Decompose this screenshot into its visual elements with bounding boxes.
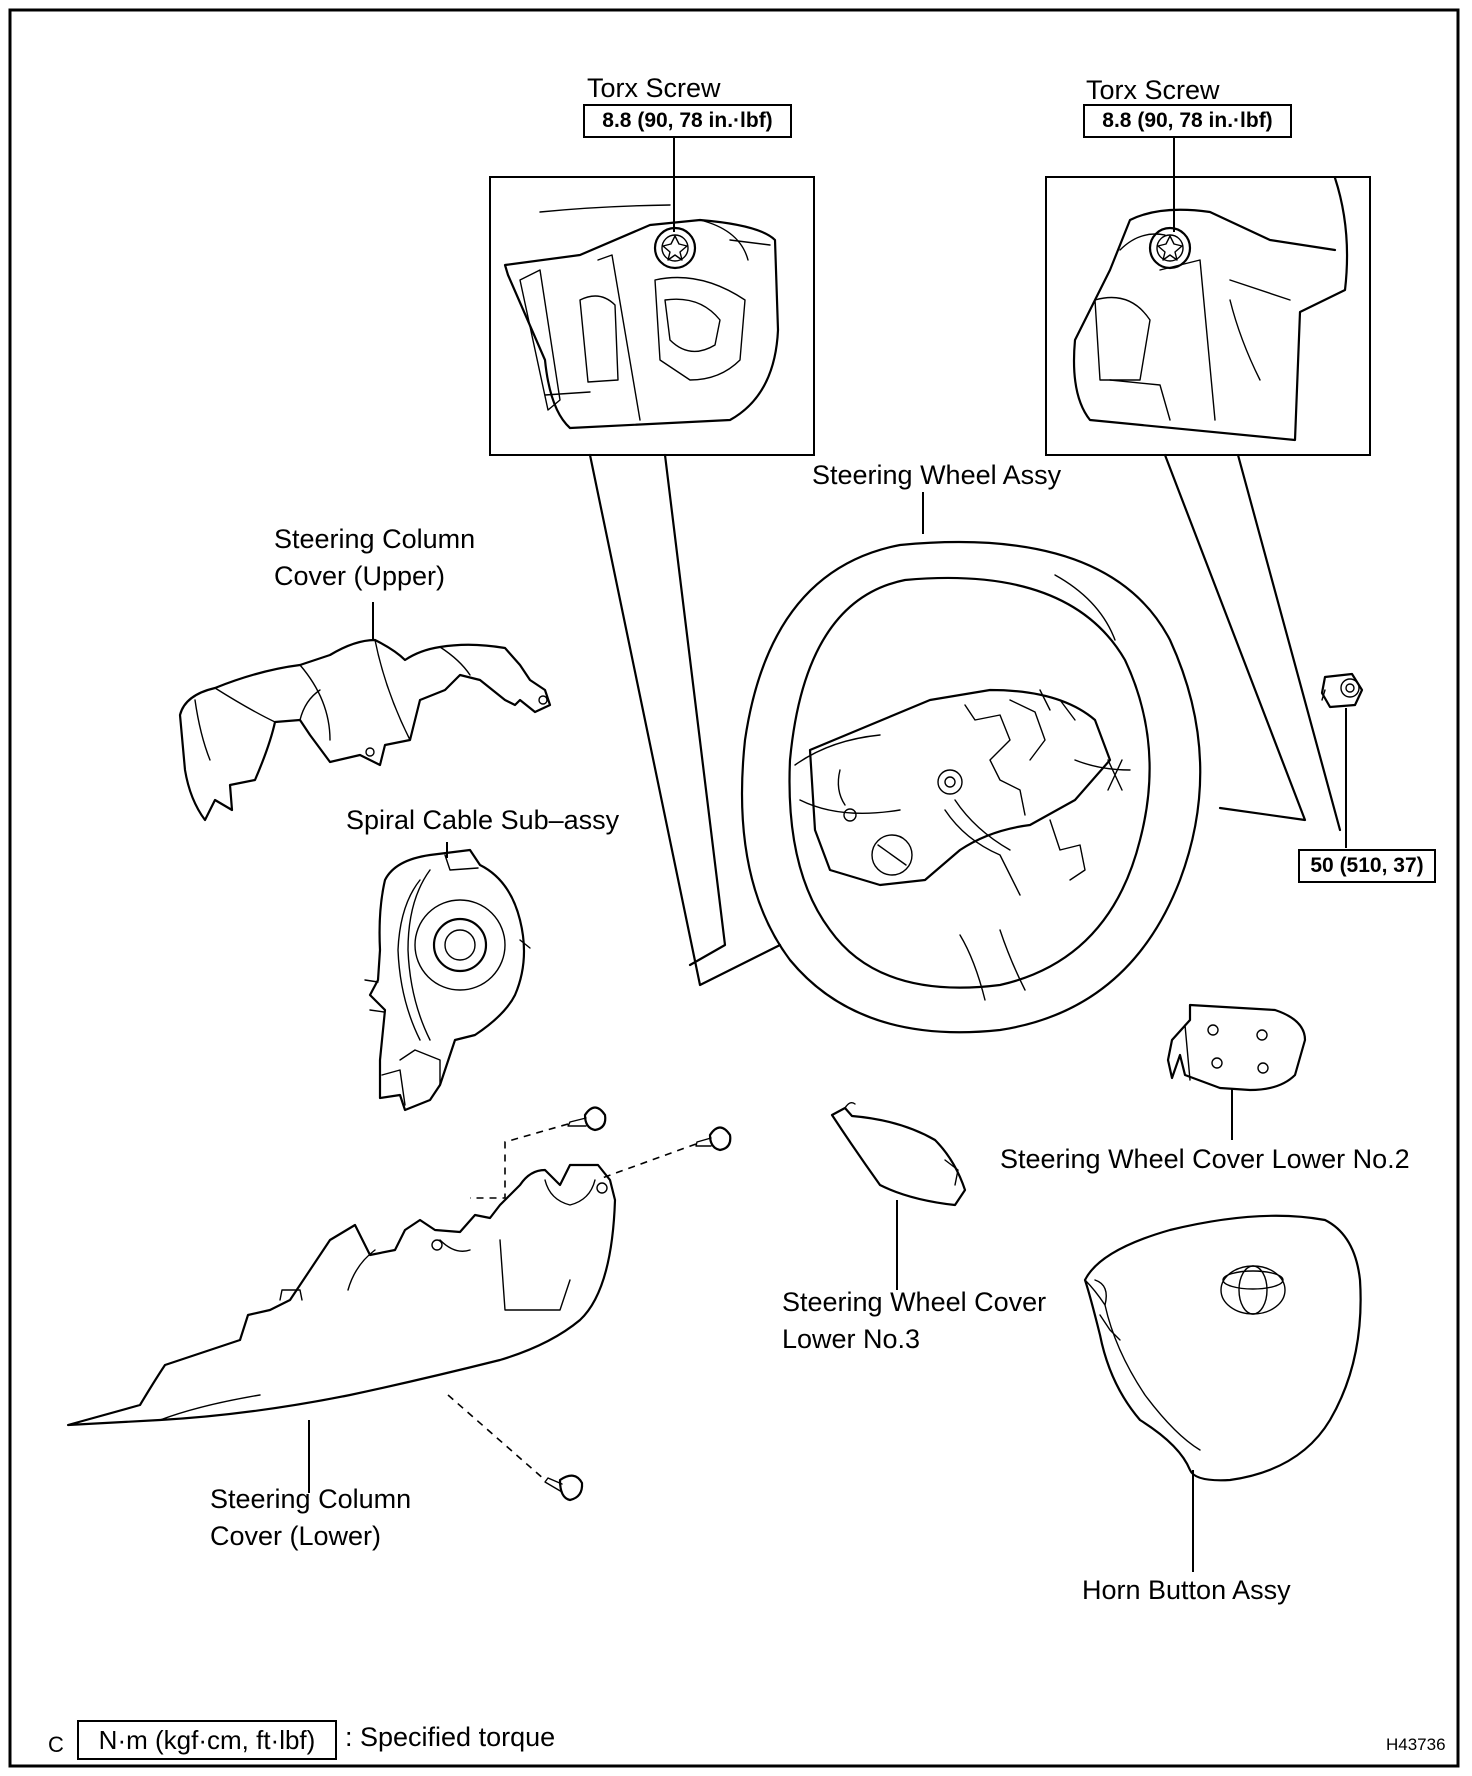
torque-box-torx-left: 8.8 (90, 78 in.·lbf) bbox=[583, 104, 792, 138]
label-column-cover-lower-line2: Cover (Lower) bbox=[210, 1521, 382, 1551]
label-cover-lower-no3-line2: Lower No.3 bbox=[782, 1324, 921, 1354]
outer-frame bbox=[8, 8, 1460, 1768]
torx-screw-inset-right bbox=[1045, 176, 1371, 456]
label-cover-lower-no2: Steering Wheel Cover Lower No.2 bbox=[1000, 1144, 1410, 1174]
nut-drawing bbox=[1320, 672, 1364, 709]
screw-2-dashed-line bbox=[601, 1143, 697, 1179]
torque-box-torx-right: 8.8 (90, 78 in.·lbf) bbox=[1083, 104, 1292, 138]
steering-wheel-drawing bbox=[740, 540, 1202, 1034]
label-torx-screw-left: Torx Screw bbox=[587, 73, 721, 103]
column-cover-lower-drawing bbox=[66, 1163, 617, 1427]
label-cover-lower-no3-line1: Steering Wheel Cover bbox=[782, 1287, 1047, 1317]
cover-screw-2 bbox=[695, 1126, 732, 1152]
screw-1-dashed-line bbox=[470, 1123, 569, 1199]
cover-screw-3 bbox=[544, 1474, 584, 1502]
column-cover-upper-drawing bbox=[178, 638, 552, 822]
horn-button-drawing bbox=[1083, 1214, 1362, 1482]
legend-code: C bbox=[48, 1732, 64, 1757]
torque-box-nut: 50 (510, 37) bbox=[1298, 849, 1436, 883]
label-column-cover-upper-line1: Steering Column bbox=[274, 524, 476, 554]
legend-text: : Specified torque bbox=[345, 1722, 556, 1752]
screw-3-dashed-line bbox=[447, 1394, 546, 1481]
cover-lower-no3-drawing bbox=[830, 1101, 967, 1207]
inset-left-projection bbox=[588, 453, 782, 987]
cover-lower-no2-drawing bbox=[1166, 1003, 1307, 1092]
spiral-cable-drawing bbox=[364, 848, 531, 1112]
legend-unit-box: N·m (kgf·cm, ft·lbf) bbox=[77, 1720, 337, 1760]
label-horn-button-assy: Horn Button Assy bbox=[1082, 1575, 1291, 1605]
label-column-cover-upper-line2: Cover (Upper) bbox=[274, 561, 446, 591]
label-column-cover-lower-line1: Steering Column bbox=[210, 1484, 412, 1514]
cover-screw-1 bbox=[567, 1106, 607, 1132]
label-steering-wheel-assy: Steering Wheel Assy bbox=[812, 460, 1062, 490]
torx-screw-inset-left bbox=[489, 176, 815, 456]
inset-right-projection bbox=[1163, 453, 1342, 832]
label-torx-screw-right: Torx Screw bbox=[1086, 75, 1220, 105]
figure-id: H43736 bbox=[1386, 1735, 1446, 1754]
label-spiral-cable: Spiral Cable Sub–assy bbox=[346, 805, 620, 835]
